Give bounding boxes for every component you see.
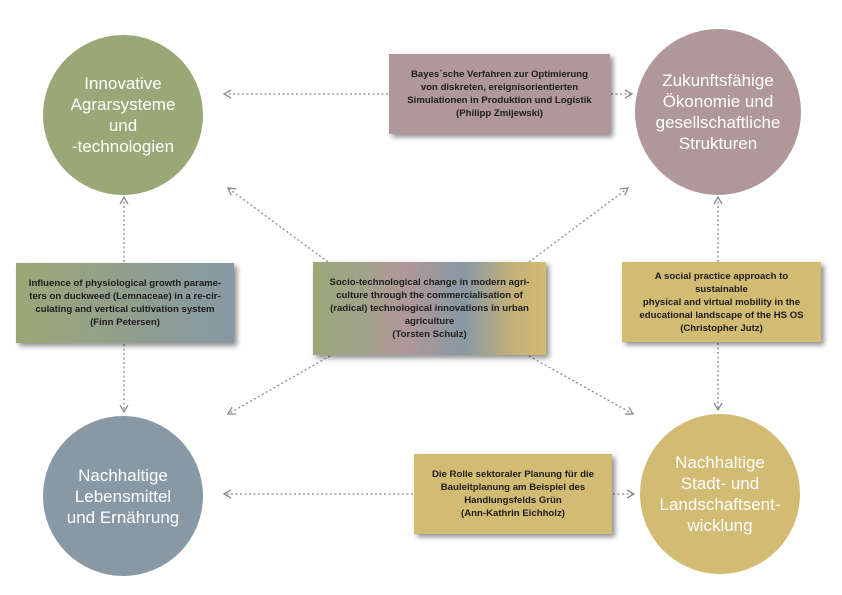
project-box-mobility: A social practice approach to sustainabl…	[622, 262, 821, 342]
project-box-bayes-text: Bayes`sche Verfahren zur Optimierung von…	[407, 69, 592, 119]
project-box-bauleitplanung: Die Rolle sektoraler Planung für die Bau…	[414, 454, 612, 534]
circle-lebensmittel-label: Nachhaltige Lebensmittel und Ernährung	[66, 465, 180, 527]
arrow-center-to-stadt	[528, 355, 635, 415]
arrow-center-to-zukunft	[528, 187, 630, 263]
circle-innovative-agrarsysteme: Innovative Agrarsysteme und -technologie…	[43, 35, 203, 195]
circle-zukunft-label: Zukunftsfähige Ökonomie und gesellschaft…	[655, 71, 781, 153]
circle-nachhaltige-lebensmittel: Nachhaltige Lebensmittel und Ernährung	[43, 416, 203, 576]
project-box-duckweed-text: Influence of physiological growth parame…	[28, 278, 222, 328]
project-box-socio-technological-text: Socio-technological change in modern agr…	[329, 277, 530, 340]
arrow-center-to-innovative	[226, 187, 329, 263]
circle-innovative-label: Innovative Agrarsysteme und -technologie…	[70, 74, 176, 156]
project-box-duckweed: Influence of physiological growth parame…	[16, 263, 234, 343]
circle-stadt-label: Nachhaltige Stadt- und Landschaftsent- w…	[659, 453, 781, 535]
circle-zukunftsfaehige-oekonomie: Zukunftsfähige Ökonomie und gesellschaft…	[635, 29, 801, 195]
project-box-socio-technological: Socio-technological change in modern agr…	[313, 262, 546, 355]
arrow-center-to-lebensmittel	[226, 355, 331, 415]
project-box-mobility-text: A social practice approach to sustainabl…	[639, 270, 804, 334]
project-box-bauleitplanung-text: Die Rolle sektoraler Planung für die Bau…	[431, 469, 595, 519]
project-box-bayes: Bayes`sche Verfahren zur Optimierung von…	[389, 54, 610, 134]
circle-nachhaltige-stadtentwicklung: Nachhaltige Stadt- und Landschaftsent- w…	[640, 414, 800, 574]
